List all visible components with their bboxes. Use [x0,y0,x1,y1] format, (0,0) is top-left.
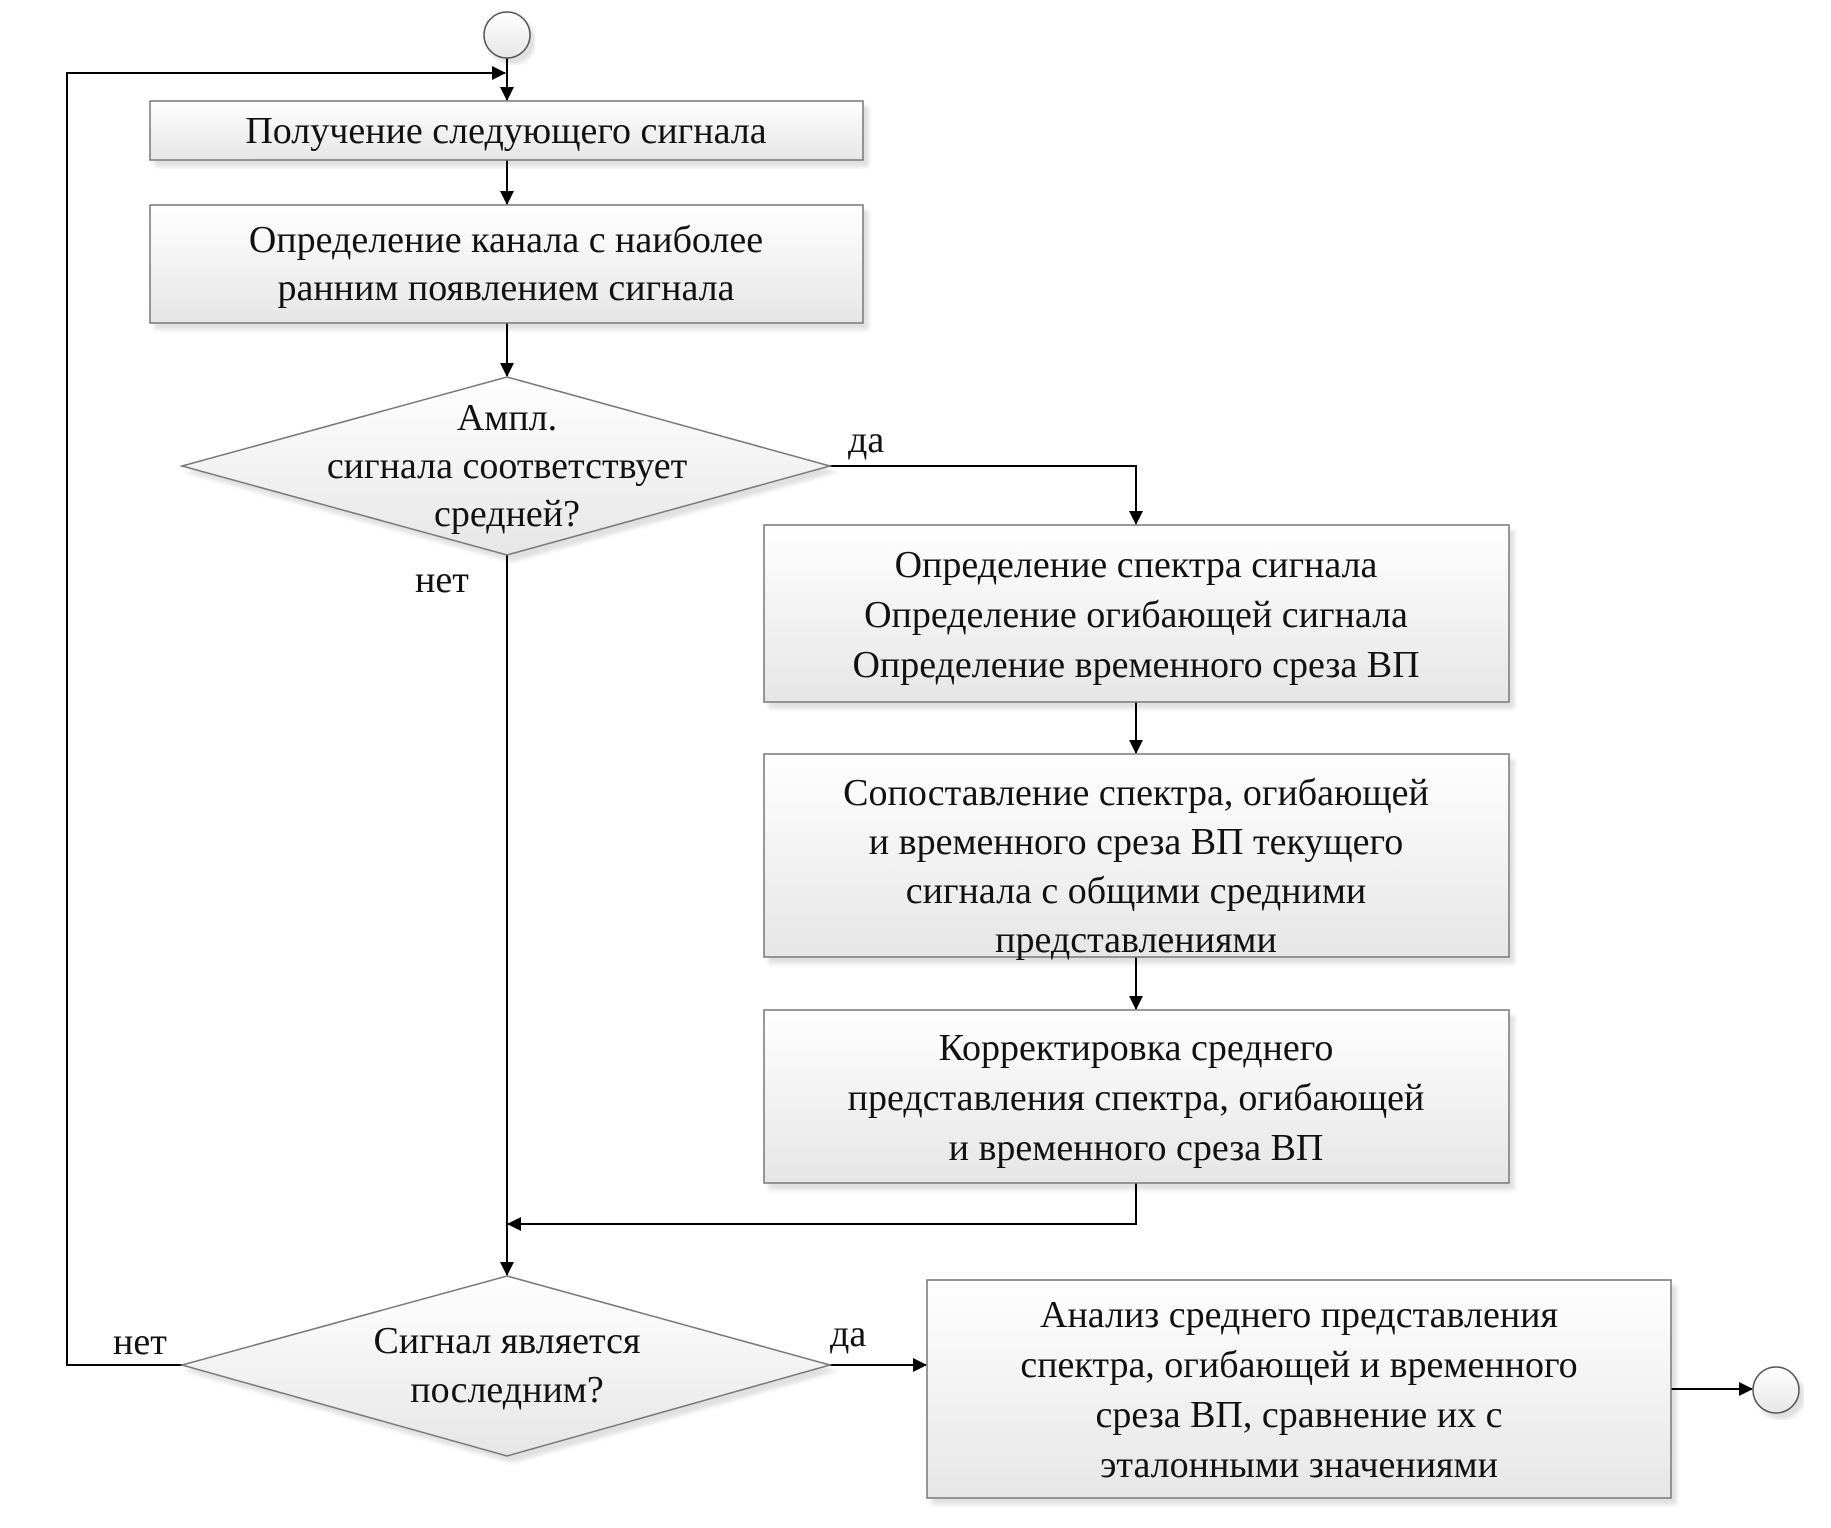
edge-correct-merge [507,1183,1137,1231]
edge-amp-yes [830,465,1143,525]
decision-amp-check-line: сигнала соответствует [327,445,688,487]
box-compare-line: Сопоставление спектра, огибающей [843,772,1429,814]
box-define-line: Определение спектра сигнала [895,544,1378,586]
box-analyze-line: спектра, огибающей и временного [1020,1344,1577,1386]
box-analyze-line: среза ВП, сравнение их с [1096,1394,1503,1436]
box-find-channel-line: ранним появлением сигнала [277,267,734,309]
box-define-line: Определение временного среза ВП [852,644,1419,686]
box-find-channel: Определение канала с наиболее ранним поя… [149,204,864,324]
box-define: Определение спектра сигнала Определение … [763,524,1510,703]
edge-label-amp-yes: да [848,419,884,461]
box-compare: Сопоставление спектра, огибающей и време… [763,753,1510,961]
box-correct: Корректировка среднего представления спе… [763,1009,1510,1184]
edge-label-last-yes: да [830,1313,866,1355]
decision-amp-check: Ампл. сигнала соответствует средней? [179,376,833,556]
decision-last-check-line: Сигнал является [374,1320,641,1362]
box-get-next: Получение следующего сигнала [149,100,864,161]
box-find-channel-line: Определение канала с наиболее [249,219,763,261]
box-correct-line: представления спектра, огибающей [848,1077,1425,1119]
start-node [483,11,531,59]
connectors [66,58,1753,1396]
box-analyze-line: эталонными значениями [1100,1444,1498,1486]
box-compare-line: сигнала с общими средними [906,870,1366,912]
box-analyze: Анализ среднего представления спектра, о… [926,1279,1672,1499]
decision-amp-check-line: Ампл. [457,397,557,439]
decision-last-check: Сигнал является последним? [179,1275,833,1457]
end-node [1752,1366,1800,1414]
decision-last-check-line: последним? [410,1369,603,1411]
box-analyze-line: Анализ среднего представления [1040,1294,1558,1336]
box-get-next-line: Получение следующего сигнала [245,110,766,152]
edge-loop-back [66,66,506,1366]
box-correct-line: Корректировка среднего [939,1027,1334,1069]
edge-label-last-no: нет [113,1321,167,1363]
box-compare-line: и временного среза ВП текущего [869,821,1403,863]
box-define-line: Определение огибающей сигнала [864,594,1408,636]
box-compare-line: представлениями [995,919,1277,961]
box-correct-line: и временного среза ВП [949,1127,1324,1169]
edge-label-amp-no: нет [415,559,469,601]
decision-amp-check-line: средней? [434,493,580,535]
